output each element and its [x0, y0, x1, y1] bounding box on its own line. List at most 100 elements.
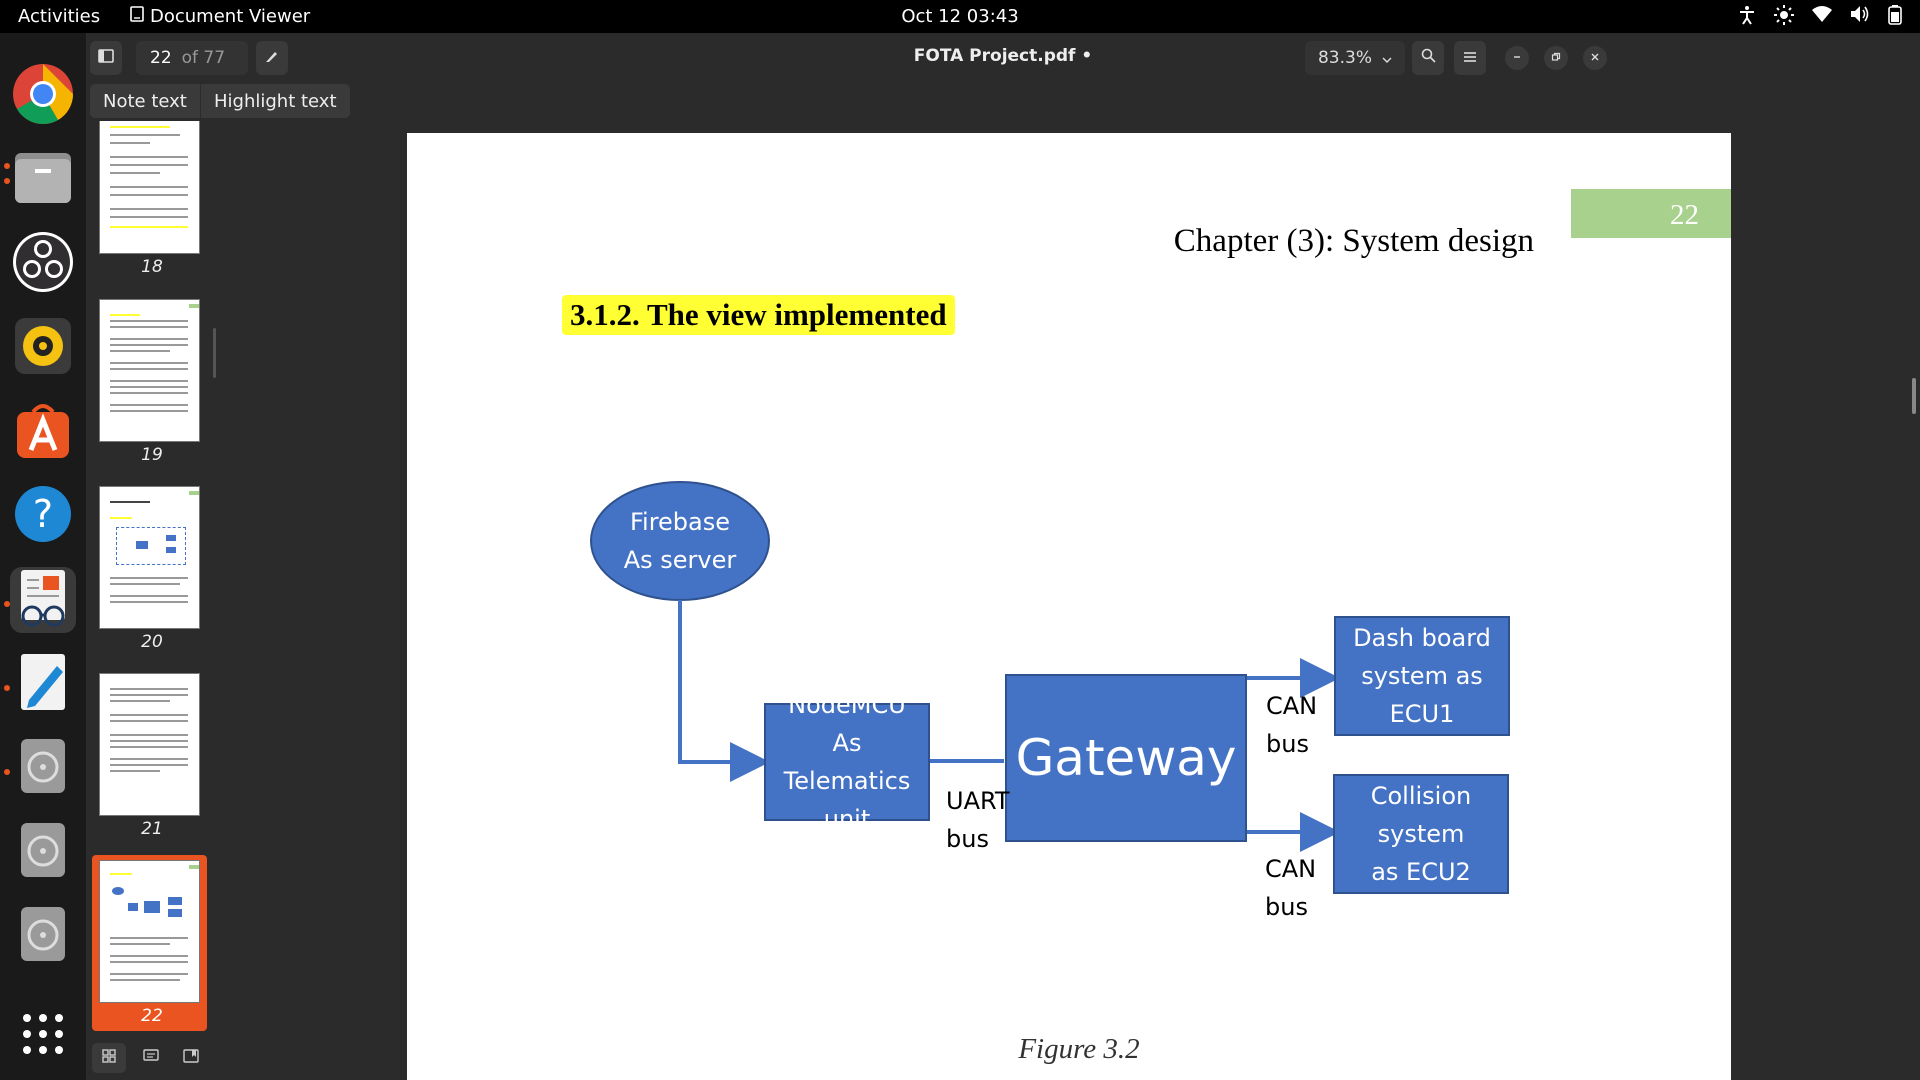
- files-icon: [13, 151, 73, 209]
- restore-button[interactable]: [1544, 46, 1568, 70]
- sidebar-tabs: [86, 1037, 218, 1080]
- page-number: 22: [1670, 199, 1699, 231]
- can-bus-label-1: CAN bus: [1266, 687, 1317, 763]
- main-menu-button[interactable]: [1454, 41, 1486, 75]
- running-indicator: [4, 601, 10, 607]
- document-viewer-icon: [130, 6, 144, 27]
- bookmarks-tab[interactable]: [174, 1043, 208, 1073]
- uart-label-line2: bus: [946, 825, 989, 853]
- minimize-button[interactable]: [1505, 46, 1529, 70]
- dock: ?: [0, 33, 86, 1080]
- text-editor-icon: [17, 652, 69, 716]
- page-total: of 77: [181, 48, 226, 68]
- accessibility-icon[interactable]: [1738, 5, 1756, 30]
- page-thumbnail[interactable]: [99, 121, 200, 254]
- obs-icon: [11, 230, 75, 298]
- annotations-tab[interactable]: [134, 1043, 168, 1073]
- dock-files[interactable]: [10, 147, 76, 213]
- running-indicator: [4, 685, 10, 691]
- page-selector[interactable]: 22 of 77: [136, 41, 248, 75]
- pencil-icon: [265, 48, 279, 68]
- top-bar: Activities Document Viewer Oct 12 03:43: [0, 0, 1920, 33]
- disc-icon: [19, 737, 67, 799]
- highlight-text-button[interactable]: Highlight text: [200, 84, 350, 118]
- help-icon: ?: [13, 484, 73, 548]
- gateway-box: Gateway: [1005, 674, 1247, 842]
- scrollbar[interactable]: [1912, 378, 1916, 414]
- collision-label-line1: Collision system: [1370, 782, 1472, 848]
- dock-disc-3[interactable]: [10, 903, 76, 969]
- sidebar-resize-handle[interactable]: [213, 328, 216, 378]
- brightness-icon[interactable]: [1774, 5, 1794, 30]
- firebase-to-nodemcu-connector: [678, 600, 770, 782]
- page-number-banner: 22: [1571, 189, 1731, 238]
- nodemcu-label-line3: unit: [823, 805, 871, 833]
- can2-label-line1: CAN: [1265, 855, 1317, 883]
- rhythmbox-icon: [13, 316, 73, 380]
- system-tray[interactable]: [1738, 5, 1902, 30]
- minimize-icon: [1512, 51, 1522, 65]
- annotations-icon: [143, 1049, 159, 1067]
- dock-rhythmbox[interactable]: [10, 315, 76, 381]
- thumbnail-label: 22: [141, 1006, 163, 1026]
- firebase-label: Firebase As server: [591, 482, 769, 600]
- svg-text:?: ?: [33, 492, 53, 536]
- thumbnail-label: 21: [141, 819, 163, 839]
- activities-button[interactable]: Activities: [18, 6, 101, 27]
- app-name: Document Viewer: [150, 6, 311, 27]
- zoom-selector[interactable]: 83.3%: [1305, 41, 1405, 75]
- thumbnails-tab[interactable]: [92, 1043, 126, 1073]
- pdf-page: 22 Chapter (3): System design 3.1.2. The…: [407, 133, 1731, 1080]
- thumbnail-sidebar[interactable]: 18 19 20: [86, 121, 218, 1080]
- document-title: FOTA Project.pdf •: [913, 46, 1093, 66]
- page-thumbnail[interactable]: [99, 486, 200, 629]
- uart-label-line1: UART: [946, 787, 1010, 815]
- search-button[interactable]: [1412, 41, 1444, 75]
- document-viewer-icon: [17, 568, 69, 632]
- dock-show-apps[interactable]: [10, 1003, 76, 1069]
- section-heading[interactable]: 3.1.2. The view implemented: [562, 295, 955, 335]
- page-thumbnail-selected[interactable]: [99, 860, 200, 1003]
- annotate-button[interactable]: [256, 41, 288, 75]
- dock-disc-2[interactable]: [10, 819, 76, 885]
- running-indicator: [4, 769, 10, 775]
- can1-label-line1: CAN: [1266, 692, 1318, 720]
- show-apps-icon: [21, 1012, 65, 1060]
- gateway-label: Gateway: [1015, 729, 1237, 787]
- page-number-input[interactable]: 22: [150, 48, 172, 68]
- disc-icon: [19, 905, 67, 967]
- firebase-label-line1: Firebase: [629, 508, 731, 536]
- wifi-icon[interactable]: [1812, 5, 1832, 30]
- dock-help[interactable]: ?: [10, 483, 76, 549]
- close-button[interactable]: [1583, 46, 1607, 70]
- disc-icon: [19, 821, 67, 883]
- dock-document-viewer[interactable]: [10, 567, 76, 633]
- page-thumbnail[interactable]: [99, 673, 200, 816]
- grid-icon: [102, 1049, 116, 1067]
- dock-obs[interactable]: [10, 231, 76, 297]
- volume-icon[interactable]: [1850, 5, 1870, 30]
- thumbnail-label: 18: [141, 257, 163, 277]
- note-text-button[interactable]: Note text: [90, 84, 200, 118]
- dock-text-editor[interactable]: [10, 651, 76, 717]
- chevron-down-icon: [1382, 48, 1392, 68]
- app-menu[interactable]: Document Viewer: [130, 6, 310, 27]
- bookmark-icon: [183, 1049, 199, 1067]
- dashboard-label-line1: Dash board: [1353, 624, 1491, 652]
- sidebar-toggle-button[interactable]: [90, 41, 122, 75]
- chapter-heading: Chapter (3): System design: [1173, 223, 1534, 259]
- page-thumbnail[interactable]: [99, 299, 200, 442]
- nodemcu-box: NodeMCU As Telematics unit: [764, 691, 930, 833]
- uart-bus-label: UART bus: [946, 782, 1010, 858]
- nodemcu-label-line2: As Telematics: [783, 729, 911, 795]
- annotation-toolbar: Note text Highlight text: [86, 83, 1920, 121]
- thumbnail-label: 19: [141, 445, 163, 465]
- search-icon: [1421, 48, 1436, 68]
- battery-icon[interactable]: [1888, 5, 1902, 30]
- dock-disc-1[interactable]: [10, 735, 76, 801]
- running-indicator: [4, 163, 10, 169]
- nodemcu-label-line1: NodeMCU: [788, 691, 906, 719]
- dock-app-center[interactable]: [10, 399, 76, 465]
- figure-caption: Figure 3.2: [1018, 1033, 1140, 1065]
- dock-chrome[interactable]: [10, 63, 76, 129]
